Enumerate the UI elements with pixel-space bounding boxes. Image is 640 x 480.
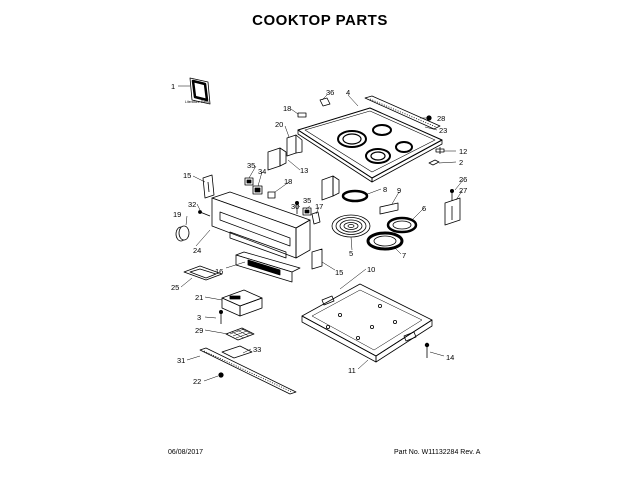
callout-22: 22 — [193, 377, 201, 386]
part-31-strip — [199, 347, 297, 395]
callout-19: 19 — [173, 210, 181, 219]
part-5-coil-element — [331, 214, 371, 238]
part-2-clip — [428, 159, 440, 166]
callout-24: 24 — [193, 246, 201, 255]
part-19-knob — [175, 225, 190, 242]
part-13-bracket-left — [267, 147, 287, 171]
callout-7: 7 — [402, 251, 406, 260]
callout-15-lower: 15 — [335, 268, 343, 277]
callout-28: 28 — [437, 114, 445, 123]
part-13-bracket-right — [321, 175, 340, 201]
footer-part-number: Part No. W11132284 Rev. A — [394, 449, 481, 456]
part-25-tray — [183, 265, 223, 281]
callout-20: 20 — [275, 120, 283, 129]
callout-35-left: 35 — [247, 161, 255, 170]
callout-4: 4 — [346, 88, 350, 97]
callout-21: 21 — [195, 293, 203, 302]
part-9-bracket — [379, 202, 399, 215]
part-24-control-panel — [211, 191, 311, 259]
part-17-clip — [311, 211, 321, 225]
callout-8: 8 — [383, 185, 387, 194]
part-7-element — [366, 231, 404, 251]
callout-14: 14 — [446, 353, 454, 362]
part-14-screw — [424, 342, 430, 358]
callout-26: 26 — [459, 175, 467, 184]
callout-18-mid: 18 — [284, 177, 292, 186]
part-30-screw — [294, 200, 299, 214]
part-21-module — [221, 289, 263, 317]
callout-35-center: 35 — [303, 196, 311, 205]
callout-30: 30 — [291, 202, 299, 211]
callout-18-top: 18 — [283, 104, 291, 113]
callout-15-left: 15 — [183, 171, 191, 180]
callout-23: 23 — [439, 126, 447, 135]
part-35-switch-center — [302, 207, 312, 216]
part-29-grid-plate — [225, 327, 255, 341]
part-6-element — [386, 216, 418, 234]
callout-2: 2 — [459, 158, 463, 167]
part-12-screw — [435, 147, 445, 154]
part-4-glass-cooktop — [297, 107, 443, 183]
callout-labels: 1 36 4 18 28 23 20 12 2 13 35 34 15 18 8… — [171, 82, 467, 386]
part-8-element-small — [341, 189, 369, 203]
part-36-clip — [319, 97, 331, 107]
callout-25: 25 — [171, 283, 179, 292]
part-33-plate — [221, 345, 253, 359]
part-27-bracket — [444, 197, 461, 226]
callout-32: 32 — [188, 200, 196, 209]
callout-31: 31 — [177, 356, 185, 365]
part-1-manual: Literature Parts — [185, 77, 211, 105]
leader-lines — [178, 85, 464, 382]
callout-17: 17 — [315, 202, 323, 211]
part-18-clip-mid — [267, 191, 276, 199]
callout-1: 1 — [171, 82, 175, 91]
callout-3: 3 — [197, 313, 201, 322]
part-10-main-pan — [301, 283, 433, 363]
callout-5: 5 — [349, 249, 353, 258]
part-15-bracket-lower — [311, 248, 323, 270]
callout-12: 12 — [459, 147, 467, 156]
part-20-bracket — [286, 134, 303, 157]
callout-6: 6 — [422, 204, 426, 213]
part-18-clip-top — [297, 112, 307, 118]
part-22-screw — [218, 372, 224, 378]
footer-date: 06/08/2017 — [168, 449, 204, 456]
callout-36: 36 — [326, 88, 334, 97]
part-35-switch — [244, 177, 254, 186]
callout-10: 10 — [367, 265, 375, 274]
part-34-switch — [252, 185, 263, 195]
part-16-lower-panel — [235, 251, 301, 283]
part-15-bracket-left — [202, 174, 215, 199]
callout-29: 29 — [195, 326, 203, 335]
part-3-screw — [218, 309, 223, 324]
manual-caption: Literature Parts — [185, 100, 209, 104]
page-title: COOKTOP PARTS — [252, 12, 388, 29]
callout-27: 27 — [459, 186, 467, 195]
part-23-rear-trim — [364, 95, 441, 130]
part-32-screw — [198, 210, 211, 217]
callout-11: 11 — [348, 366, 356, 375]
callout-13: 13 — [300, 166, 308, 175]
callout-34: 34 — [258, 167, 266, 176]
part-28-screw — [426, 115, 432, 121]
callout-9: 9 — [397, 186, 401, 195]
callout-33: 33 — [253, 345, 261, 354]
callout-16: 16 — [215, 267, 223, 276]
